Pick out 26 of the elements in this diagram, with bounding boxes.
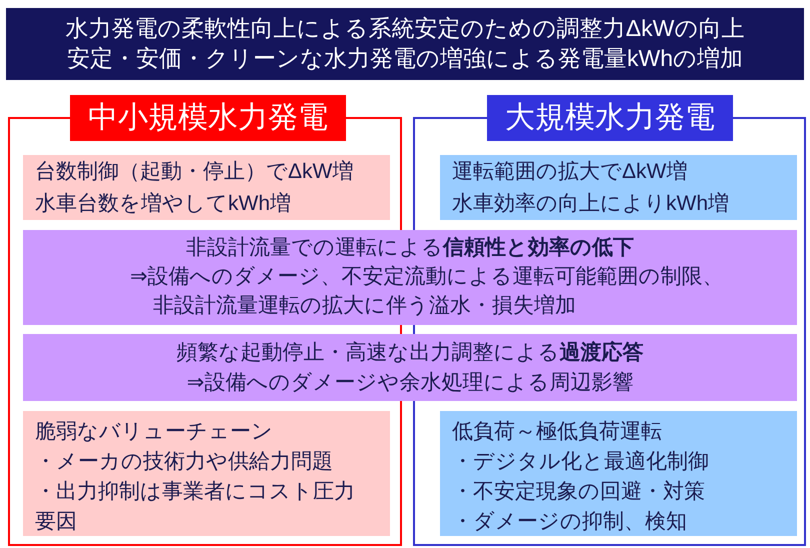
info-panel [440,411,797,536]
panel-text: 水車効率の向上によりkWh増 [452,191,730,217]
panel-text: ・デジタル化と最適化制御 [452,449,710,475]
group-title-tab: 大規模水力発電 [487,95,733,141]
info-panel [23,411,390,536]
banner-text: 水力発電の柔軟性向上による系統安定のための調整力ΔkWの向上 [64,14,746,43]
header-banner [6,8,804,80]
panel-text: ・ダメージの抑制、検知 [452,509,688,535]
panel-text: 水車台数を増やしてkWh増 [35,191,292,217]
shared-issue-band [23,334,797,401]
band-text: ⇒設備へのダメージ、不安定流動による運転可能範囲の制限、非設計流量運転の拡大に伴う溢水・損失増加 [130,264,725,319]
panel-text: ・不安定現象の回避・対策 [452,479,706,505]
panel-text: 運転範囲の拡大でΔkW増 [452,159,688,185]
panel-text: 脆弱なバリューチェーン [35,419,274,445]
band-text: ⇒設備へのダメージや余水処理による周辺影響 [186,370,634,396]
group-title-tab: 中小規模水力発電 [70,95,346,141]
panel-text: 低負荷～極低負荷運転 [452,419,663,445]
band-text: 頻繁な起動停止・高速な出力調整による過渡応答 [176,340,644,366]
info-panel [440,155,797,220]
panel-text: ・メーカの技術力や供給力問題 [35,449,334,475]
shared-issue-band [23,230,797,325]
panel-text: ・出力抑制は事業者にコスト圧力要因 [35,479,356,535]
info-panel [23,155,390,220]
banner-text: 安定・安価・クリーンな水力発電の増強による発電量kWhの増加 [66,44,744,73]
band-text: 非設計流量での運転による信頼性と効率の低下 [185,234,635,261]
panel-text: 台数制御（起動・停止）でΔkW増 [35,159,354,185]
